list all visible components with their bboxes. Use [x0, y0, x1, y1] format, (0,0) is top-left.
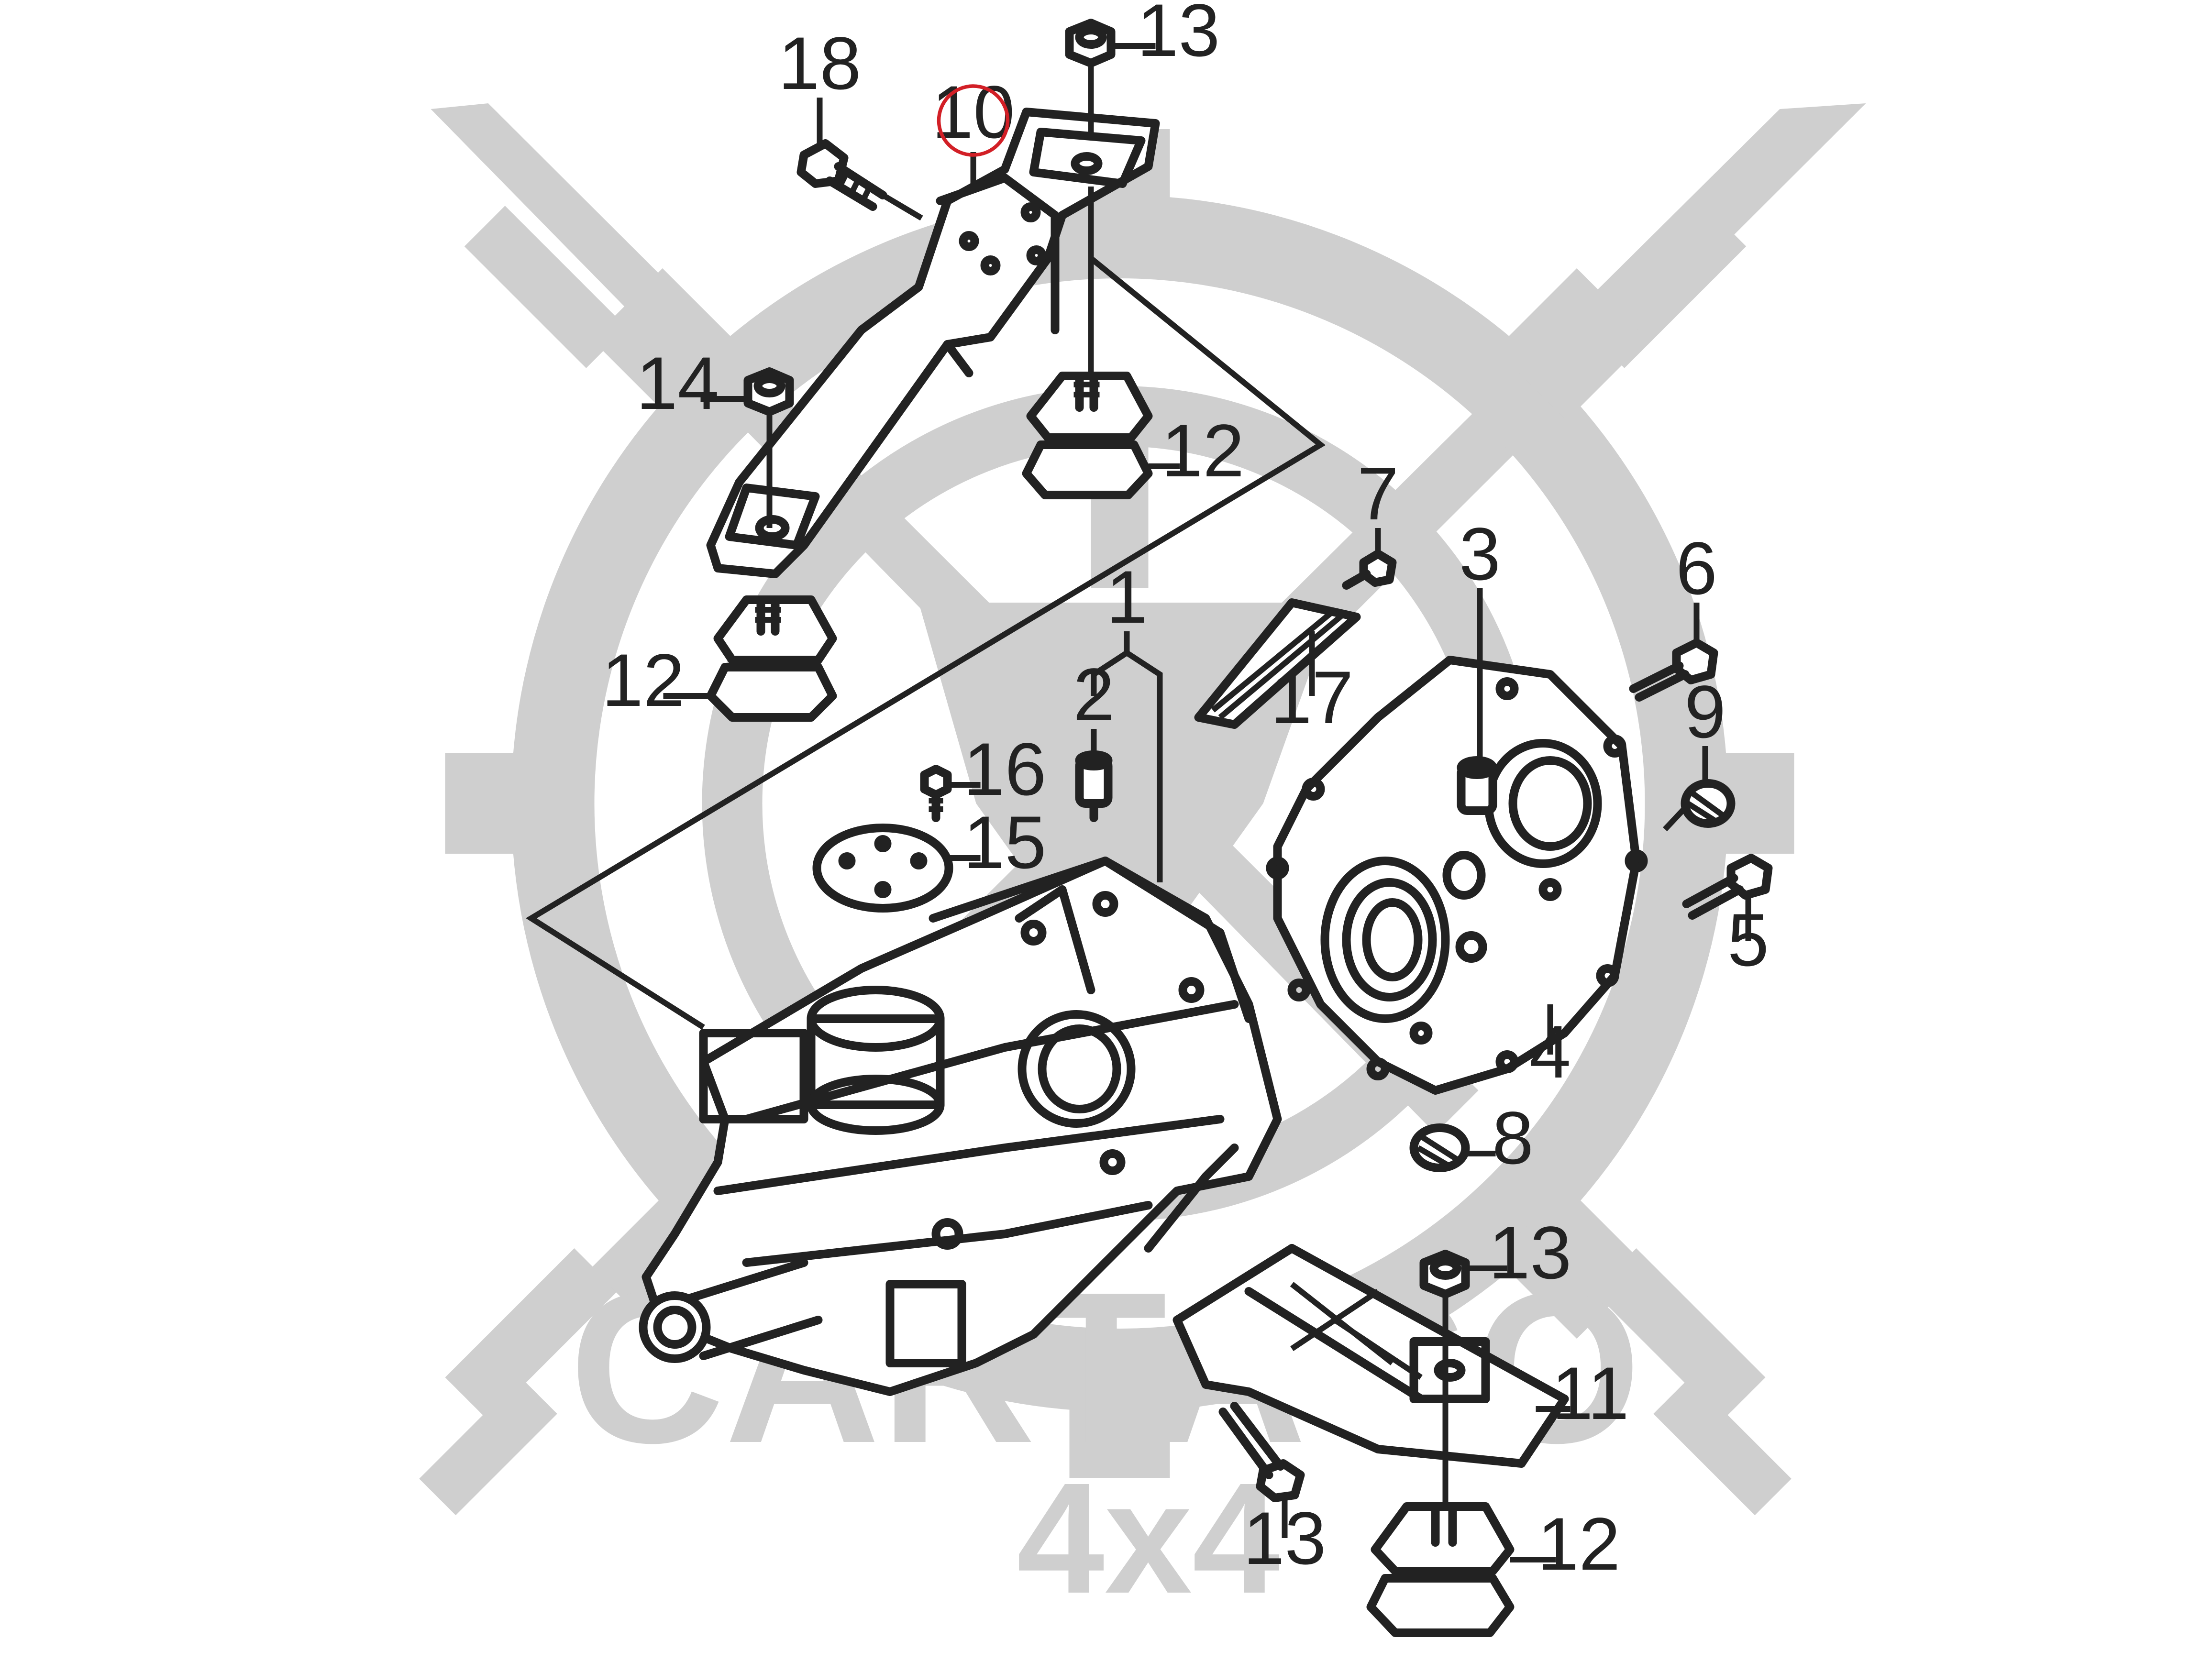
part-7-bolt[interactable]	[1342, 550, 1397, 590]
callout-5[interactable]: 5	[1727, 899, 1769, 982]
callout-2[interactable]: 2	[1073, 653, 1115, 737]
callout-labels: 13 18 10 14 12 12 7 3 1 2 16 15 17 6 9 5…	[602, 0, 1769, 1586]
callout-15[interactable]: 15	[963, 801, 1047, 884]
callout-13-bottom[interactable]: 13	[1489, 1211, 1572, 1295]
callout-7[interactable]: 7	[1357, 452, 1399, 536]
highlight-circle-part-10	[937, 84, 1010, 157]
part-18-bolt[interactable]	[796, 139, 887, 211]
watermark-logo: CARTAGO 4x4	[419, 103, 1866, 1626]
part-9-plug[interactable]	[1681, 779, 1736, 828]
part-12-mount-left[interactable]	[706, 595, 837, 722]
callout-13-left[interactable]: 14	[636, 342, 719, 425]
part-13-nut-top[interactable]	[1065, 19, 1116, 67]
part-5-bolt[interactable]	[1682, 854, 1773, 920]
callout-18[interactable]: 18	[778, 22, 862, 105]
callout-14[interactable]: 13	[1243, 1497, 1327, 1580]
watermark-sub: 4x4	[1017, 1450, 1281, 1626]
part-6-bolt[interactable]	[1629, 638, 1718, 702]
callout-8[interactable]: 8	[1492, 1097, 1534, 1180]
callout-3[interactable]: 3	[1459, 513, 1501, 596]
callout-11[interactable]: 11	[1552, 1352, 1629, 1435]
part-3-dowel[interactable]	[1457, 756, 1497, 815]
part-16-bolt[interactable]	[920, 765, 952, 822]
callout-4[interactable]: 4	[1529, 1011, 1571, 1094]
callout-1[interactable]: 1	[1106, 556, 1148, 639]
part-12-mount-right[interactable]	[1022, 372, 1153, 499]
part-17-shim[interactable]	[1194, 598, 1361, 729]
callout-12-right[interactable]: 12	[1161, 409, 1245, 493]
callout-9[interactable]: 9	[1684, 671, 1726, 754]
callout-16[interactable]: 16	[963, 728, 1047, 811]
part-13-nut-bottom[interactable]	[1419, 1250, 1470, 1298]
part-8-plug[interactable]	[1409, 1123, 1470, 1172]
callout-12-left[interactable]: 12	[602, 639, 685, 722]
callout-17[interactable]: 17	[1271, 656, 1354, 739]
callout-12-bottom[interactable]: 12	[1537, 1503, 1621, 1586]
part-1-housing[interactable]	[639, 857, 1282, 1396]
part-15-plate[interactable]	[812, 824, 953, 913]
part-13-nut-left[interactable]	[743, 367, 794, 416]
part-14-bolt[interactable]	[1218, 1402, 1305, 1502]
callout-6[interactable]: 6	[1676, 527, 1717, 610]
part-11-bracket[interactable]	[1172, 1244, 1569, 1468]
part-4-case-cover[interactable]	[1266, 656, 1648, 1095]
callout-13-top[interactable]: 13	[1137, 0, 1220, 72]
leader-lines	[663, 43, 1751, 1562]
assembly-outline	[526, 256, 1326, 1030]
part-12-mount-bottom[interactable]	[1366, 1502, 1515, 1637]
